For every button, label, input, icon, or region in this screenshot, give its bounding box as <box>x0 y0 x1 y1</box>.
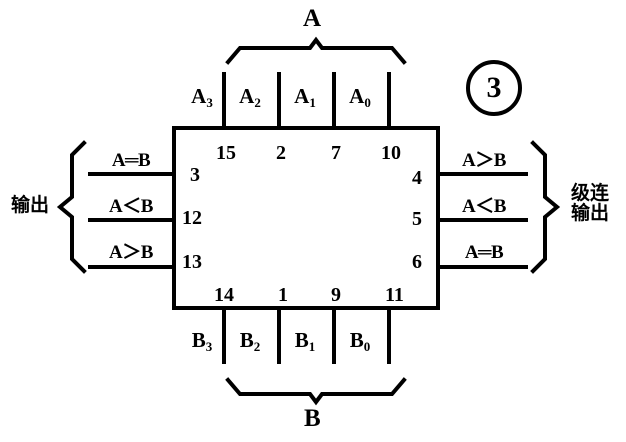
left-group-annotation: 输出 <box>10 194 49 216</box>
comparator-ic-body <box>172 126 440 310</box>
pin-label-b3-sub: 3 <box>205 339 213 354</box>
left-signal-a-lt-b: A＜B <box>109 196 153 217</box>
pin-label-b0-text: B <box>349 328 364 352</box>
left-lead-1 <box>88 218 174 222</box>
pin-number-5: 5 <box>412 208 422 230</box>
pin-number-6: 6 <box>412 251 422 273</box>
pin-label-a1-sub: 1 <box>309 95 316 110</box>
pin-label-a3-text: A <box>191 84 207 108</box>
pin-label-b2: B2 <box>230 328 270 354</box>
left-lead-2 <box>88 265 174 269</box>
pin-label-b1-text: B <box>294 328 309 352</box>
pin-label-a2-text: A <box>239 84 255 108</box>
pin-label-a0-text: A <box>349 84 365 108</box>
pin-number-4: 4 <box>412 167 422 189</box>
figure-number-badge: 3 <box>466 60 522 116</box>
left-lead-0 <box>88 172 174 176</box>
bottom-divider-3 <box>387 308 391 364</box>
right-signal-a-eq-b: A═B <box>464 242 504 263</box>
pin-label-b3-text: B <box>191 328 206 352</box>
right-signal-a-lt-b: A＜B <box>462 196 506 217</box>
right-lead-2 <box>438 265 528 269</box>
pin-label-a0-sub: 0 <box>364 95 371 110</box>
pin-label-b1: B1 <box>285 328 325 354</box>
pin-label-a1-text: A <box>294 84 310 108</box>
pin-label-a1: A1 <box>285 84 325 110</box>
pin-label-b0: B0 <box>340 328 380 354</box>
pin-number-15: 15 <box>216 142 236 164</box>
pin-number-10: 10 <box>381 142 401 164</box>
pin-number-13: 13 <box>182 251 202 273</box>
bottom-divider-0 <box>222 308 226 364</box>
pin-number-9: 9 <box>331 284 341 306</box>
right-group-brace <box>530 140 561 274</box>
pin-label-a2: A2 <box>230 84 270 110</box>
pin-number-1: 1 <box>278 284 288 306</box>
pin-label-b2-text: B <box>239 328 254 352</box>
pin-number-3: 3 <box>190 164 200 186</box>
right-group-annotation-line2: 输出 <box>570 201 609 224</box>
left-signal-a-eq-b: A═B <box>111 150 151 171</box>
right-signal-a-gt-b: A＞B <box>462 150 506 171</box>
pin-number-7: 7 <box>331 142 341 164</box>
pin-number-14: 14 <box>214 284 234 306</box>
pin-label-a3: A3 <box>182 84 222 110</box>
top-divider-0 <box>222 72 226 128</box>
pin-label-b3: B3 <box>182 328 222 354</box>
pin-number-2: 2 <box>276 142 286 164</box>
pin-number-12: 12 <box>182 207 202 229</box>
pin-number-11: 11 <box>385 284 404 306</box>
bus-letter-b: B <box>304 405 321 432</box>
top-divider-3 <box>387 72 391 128</box>
top-divider-1 <box>277 72 281 128</box>
bus-letter-a: A <box>303 5 322 32</box>
figure-number-text: 3 <box>486 71 502 104</box>
pin-label-b1-sub: 1 <box>308 339 316 354</box>
bottom-divider-2 <box>332 308 336 364</box>
pin-label-b0-sub: 0 <box>363 339 371 354</box>
right-group-annotation: 级连 输出 <box>562 182 618 224</box>
left-group-brace <box>56 140 87 274</box>
right-lead-1 <box>438 218 528 222</box>
pin-label-a2-sub: 2 <box>254 95 261 110</box>
top-divider-2 <box>332 72 336 128</box>
pin-label-b2-sub: 2 <box>253 339 261 354</box>
top-brace <box>225 36 407 65</box>
pin-label-a3-sub: 3 <box>206 95 213 110</box>
bottom-divider-1 <box>277 308 281 364</box>
left-signal-a-gt-b: A＞B <box>109 242 153 263</box>
bottom-brace <box>225 377 407 406</box>
pin-label-a0: A0 <box>340 84 380 110</box>
right-lead-0 <box>438 172 528 176</box>
right-group-annotation-line1: 级连 <box>570 182 609 204</box>
